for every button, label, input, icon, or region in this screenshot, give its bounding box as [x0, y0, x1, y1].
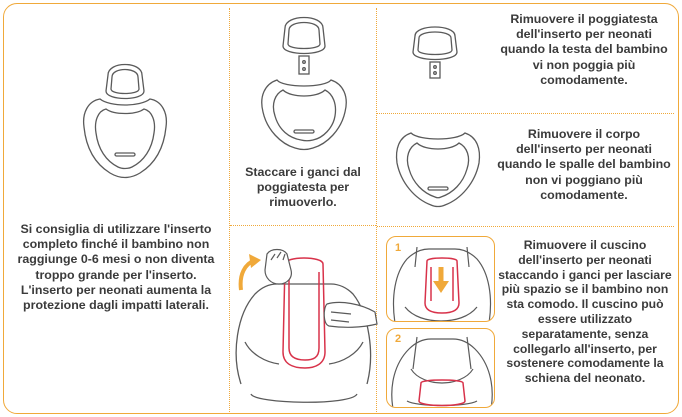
- divider-vertical-1: [229, 8, 230, 412]
- divider-horizontal-middle: [230, 225, 376, 226]
- right-bottom-text: Rimuovere il cuscino dell'inserto per ne…: [497, 238, 673, 386]
- insert-body-illustration: [395, 127, 481, 213]
- pillow-removal-illustration: [231, 234, 377, 410]
- right-middle-text: Rimuovere il corpo dell'inserto per neon…: [497, 127, 671, 203]
- right-top-text: Rimuovere il poggiatesta dell'inserto pe…: [497, 12, 671, 88]
- middle-top-text: Staccare i ganci dal poggiatesta per rim…: [238, 165, 368, 211]
- step-one-illustration: [387, 237, 495, 322]
- step-two-badge: 2: [395, 333, 401, 345]
- step-two-illustration: [387, 329, 495, 408]
- exploded-insert-illustration: [255, 12, 355, 157]
- divider-horizontal-right-2: [377, 226, 674, 227]
- divider-horizontal-right-1: [377, 113, 674, 114]
- full-insert-illustration: [70, 55, 180, 185]
- left-panel-text: Si consiglia di utilizzare l'inserto com…: [8, 222, 224, 313]
- step-one-badge: 1: [395, 242, 401, 254]
- step-two-photo: 2: [386, 328, 495, 408]
- step-one-photo: 1: [386, 236, 495, 322]
- headrest-illustration: [405, 22, 465, 87]
